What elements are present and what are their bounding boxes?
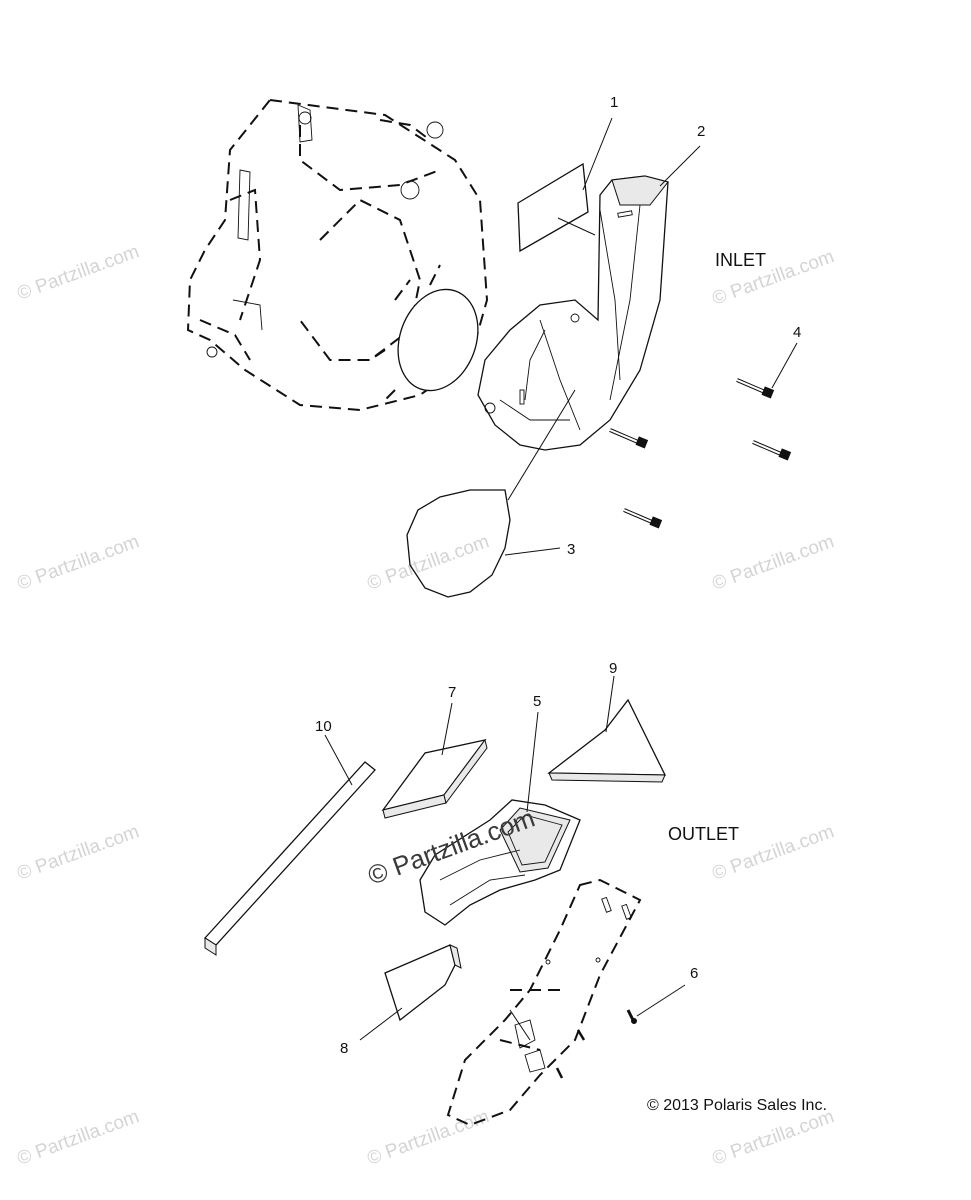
watermark: © Partzilla.com (15, 241, 142, 305)
part-4-bolts (609, 342, 798, 529)
inlet-label: INLET (715, 250, 766, 270)
callout-2: 2 (697, 123, 705, 140)
part-2-inlet-duct (477, 145, 701, 451)
bolt (752, 440, 792, 461)
callout-6: 6 (690, 965, 698, 982)
part-10-strip (203, 734, 376, 956)
watermark: © Partzilla.com (15, 1106, 142, 1170)
callout-9: 9 (609, 660, 617, 677)
callout-8: 8 (340, 1040, 348, 1057)
callout-7: 7 (448, 684, 456, 701)
part-5-outlet-duct (419, 711, 581, 926)
watermark: © Partzilla.com (15, 821, 142, 885)
part-1-pad (517, 117, 613, 253)
watermark: © Partzilla.com (365, 531, 492, 595)
watermark: © Partzilla.com (710, 531, 837, 595)
watermark: © Partzilla.com (365, 1106, 492, 1170)
callout-4: 4 (793, 324, 801, 341)
bolt (623, 508, 663, 529)
screw (626, 1009, 637, 1024)
callout-1: 1 (610, 94, 618, 111)
callout-5: 5 (533, 693, 541, 710)
callout-3: 3 (567, 541, 575, 558)
bolt (736, 378, 775, 399)
clutch-cover-disc (369, 264, 479, 401)
watermark: © Partzilla.com (15, 531, 142, 595)
part-3-gasket (406, 389, 576, 598)
part-9-pad (547, 675, 667, 783)
callout-10: 10 (315, 718, 332, 735)
outlet-label: OUTLET (668, 824, 739, 844)
screw (555, 1067, 564, 1079)
screw (576, 1029, 586, 1041)
part-7-pad (381, 702, 488, 819)
watermark: © Partzilla.com (710, 1106, 837, 1170)
bolt (609, 428, 649, 449)
copyright-text: © 2013 Polaris Sales Inc. (647, 1097, 827, 1114)
callout-numbers: 1 2 3 4 5 6 7 8 9 10 (315, 94, 801, 1057)
part-8-pad (359, 944, 462, 1041)
outlet-bracket-phantom (446, 878, 686, 1127)
